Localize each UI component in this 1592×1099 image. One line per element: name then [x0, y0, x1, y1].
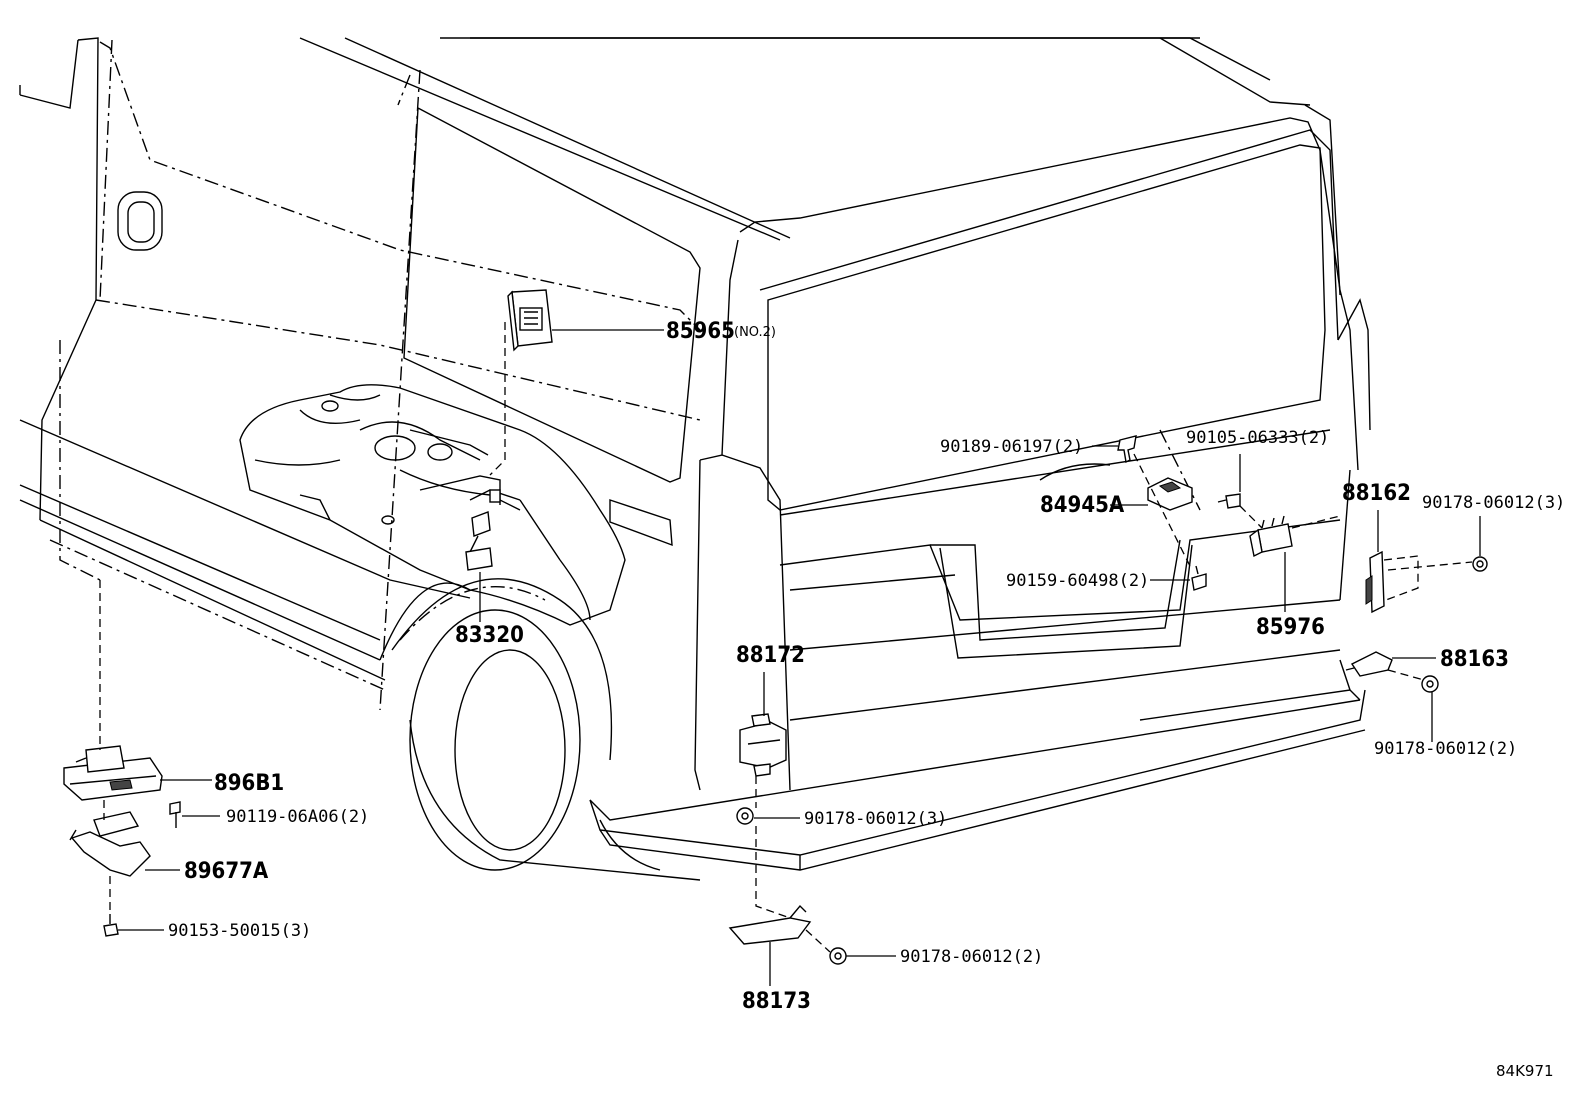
callout-84945A: 84945A — [1040, 493, 1125, 518]
callout-896B1: 896B1 — [214, 771, 284, 796]
nut-90178a — [1472, 556, 1488, 572]
bracket-89677A — [69, 811, 151, 877]
callout-90159: 90159-60498(2) — [1006, 571, 1149, 591]
fasteners — [103, 435, 1488, 965]
controller-896B1 — [63, 745, 163, 801]
callout-88162: 88162 — [1342, 481, 1411, 506]
leader-lines — [99, 322, 1481, 986]
callout-88172: 88172 — [736, 643, 805, 668]
bolt-90159 — [1191, 573, 1207, 591]
module-85965 — [507, 289, 553, 352]
callout-90105: 90105-06333(2) — [1186, 428, 1329, 448]
van-body-outline — [19, 37, 1371, 881]
callout-90119: 90119-06A06(2) — [226, 807, 369, 827]
callout-85965-note: (NO.2) — [734, 325, 776, 340]
nut-90178c — [736, 807, 754, 825]
callout-90153: 90153-50015(3) — [168, 921, 311, 941]
callout-88173: 88173 — [742, 989, 811, 1014]
fuel-tank — [239, 384, 626, 626]
callout-85976: 85976 — [1256, 615, 1325, 640]
bolt-90105 — [1225, 493, 1241, 509]
switch-84945A — [1147, 477, 1193, 511]
callout-90189: 90189-06197(2) — [940, 437, 1083, 457]
nut-90178b — [1421, 675, 1439, 693]
bolt-90189 — [1117, 435, 1137, 464]
callout-90178b: 90178-06012(2) — [1374, 739, 1517, 759]
callout-labels: 85965 (NO.2) 83320 90189-06197(2) 90105-… — [168, 319, 1565, 1080]
nut-90178d — [829, 947, 847, 965]
sensor-85976 — [1249, 515, 1293, 558]
bracket-88163 — [1345, 651, 1393, 677]
bolt-90153 — [103, 923, 119, 937]
bracket-88173 — [728, 904, 812, 945]
bracket-88162 — [1365, 550, 1385, 614]
callout-83320: 83320 — [455, 623, 524, 648]
callout-85965: 85965 — [666, 319, 735, 344]
diagram-code: 84K971 — [1496, 1062, 1554, 1080]
callout-90178d: 90178-06012(2) — [900, 947, 1043, 967]
callout-89677A: 89677A — [184, 859, 269, 884]
bolt-90119 — [169, 801, 181, 815]
callout-88163: 88163 — [1440, 647, 1509, 672]
sensor-88172 — [739, 713, 787, 777]
callout-90178c: 90178-06012(3) — [804, 809, 947, 829]
callout-90178a: 90178-06012(3) — [1422, 493, 1565, 513]
